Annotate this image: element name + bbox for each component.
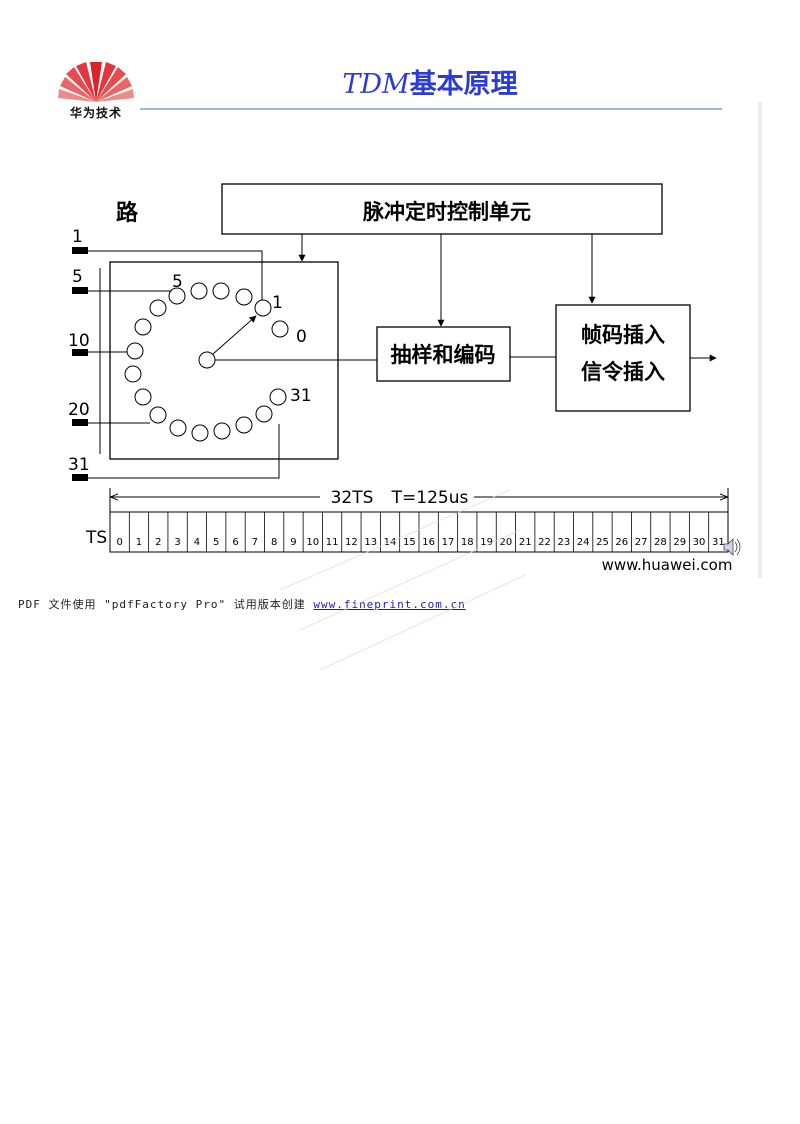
contact [255, 405, 273, 423]
huawei-logo [58, 62, 134, 102]
ts-slot-number: 26 [615, 537, 628, 548]
ts-slot-number: 15 [403, 537, 416, 548]
insertion-label-line1: 帧码插入 [581, 323, 665, 347]
contact [168, 287, 186, 305]
sampling-label: 抽样和编码 [391, 343, 496, 367]
ts-slot-number: 22 [538, 537, 551, 548]
ts-slot-number: 18 [461, 537, 474, 548]
dial-pointer [212, 315, 257, 355]
contact [213, 422, 231, 440]
contact [124, 365, 142, 383]
contact [191, 424, 209, 442]
dial-label-31: 31 [290, 386, 312, 406]
dial-center [198, 351, 216, 369]
ts-slot-number: 20 [500, 537, 513, 548]
ts-slot-number: 5 [213, 537, 219, 548]
ts-slot-number: 8 [271, 537, 277, 548]
ts-slot-number: 21 [519, 537, 532, 548]
ts-slot-number: 24 [577, 537, 590, 548]
ts-label: TS [85, 528, 107, 548]
website-text: www.huawei.com [602, 556, 733, 574]
input-ports [72, 247, 88, 481]
dial-label-5: 5 [172, 272, 183, 292]
contact [235, 416, 253, 434]
dial-label-0: 0 [296, 327, 307, 347]
ts-slot-number: 9 [290, 537, 296, 548]
input-port-31 [72, 474, 88, 481]
wire-5 [88, 288, 177, 292]
input-label-5: 5 [72, 267, 83, 287]
insertion-label-line2: 信令插入 [581, 360, 665, 384]
control-unit-label: 脉冲定时控制单元 [362, 200, 531, 224]
ts-slot-number: 10 [306, 537, 319, 548]
ts-slot-number: 29 [673, 537, 686, 548]
contact [235, 288, 253, 306]
ts-slot-number: 1 [136, 537, 142, 548]
input-label-20: 20 [68, 400, 90, 420]
input-label-1: 1 [72, 227, 83, 247]
ts-slot-number: 14 [384, 537, 397, 548]
page-title: TDM基本原理 [300, 62, 560, 101]
ts-slot-number: 4 [194, 537, 200, 548]
input-port-5 [72, 287, 88, 294]
period-label: T=125us [391, 488, 469, 508]
contact [212, 282, 230, 300]
title-prefix: TDM [342, 69, 410, 100]
contact [169, 419, 187, 437]
input-label-31: 31 [68, 455, 90, 475]
logo-text: 华为技术 [69, 106, 122, 120]
input-port-1 [72, 247, 88, 254]
ts-slot-number: 31 [712, 537, 725, 548]
wire-31 [88, 424, 280, 479]
input-port-10 [72, 349, 88, 356]
contact [271, 320, 289, 338]
input-wires [88, 250, 280, 479]
ts-slot-number: 19 [480, 537, 493, 548]
dial-label-1: 1 [272, 293, 283, 313]
input-port-20 [72, 419, 88, 426]
ts-slot-number: 25 [596, 537, 609, 548]
wire-1 [88, 250, 263, 300]
speaker-icon [723, 538, 741, 556]
title-suffix: 基本原理 [409, 69, 518, 100]
tdm-diagram: 路 脉冲定时控制单元 1 5 10 20 31 [68, 183, 741, 574]
insertion-box [555, 304, 691, 412]
ts-slot-number: 30 [693, 537, 706, 548]
ts-slot-number: 28 [654, 537, 667, 548]
ts-slot-number: 13 [364, 537, 377, 548]
ts-slot-number: 6 [232, 537, 238, 548]
control-unit-box [221, 183, 663, 235]
slide-edge [758, 102, 762, 578]
contact [149, 406, 167, 424]
ts-slot-number: 23 [557, 537, 570, 548]
ts-slot-number: 2 [155, 537, 161, 548]
slide: 华为技术 TDM基本原理 路 脉冲定时控制单元 [18, 62, 762, 671]
frame-label: 32TS [331, 488, 374, 508]
contact [269, 388, 287, 406]
contact [254, 299, 272, 317]
contact [149, 299, 167, 317]
footer-text: PDF 文件使用 "pdfFactory Pro" 试用版本创建 [18, 598, 306, 611]
footer: PDF 文件使用 "pdfFactory Pro" 试用版本创建 www.fin… [18, 596, 466, 612]
contact [126, 342, 144, 360]
ts-slot-number: 12 [345, 537, 358, 548]
input-label-10: 10 [68, 331, 90, 351]
contact [134, 318, 152, 336]
dial-contacts [124, 282, 289, 442]
contact [134, 388, 152, 406]
ts-slot-number: 7 [252, 537, 258, 548]
ts-slot-number: 3 [174, 537, 180, 548]
ts-slot-number: 16 [422, 537, 435, 548]
ts-slot-number: 27 [635, 537, 648, 548]
sampling-box [376, 326, 511, 382]
footer-link[interactable]: www.fineprint.com.cn [313, 598, 466, 611]
ts-slot-number: 17 [442, 537, 455, 548]
ts-slot-number: 0 [116, 537, 122, 548]
ts-slot-number: 11 [326, 537, 339, 548]
contact [190, 282, 208, 300]
header-rule [140, 108, 722, 110]
channels-label: 路 [116, 200, 139, 226]
